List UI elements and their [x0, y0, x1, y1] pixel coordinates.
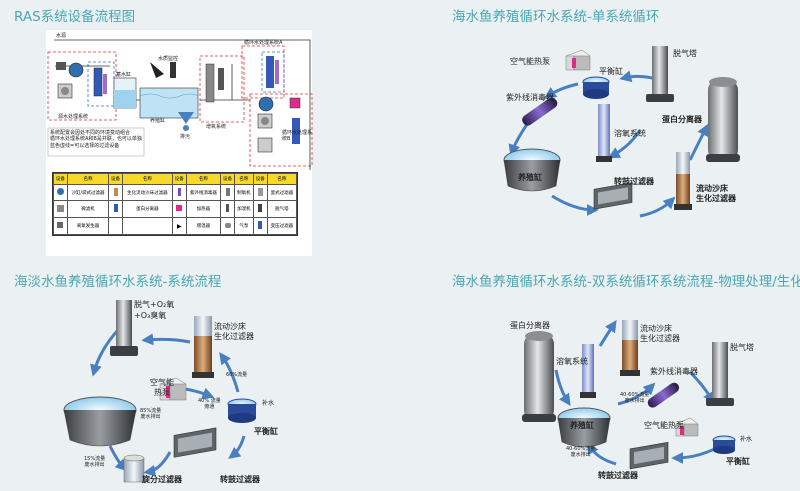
legend-header: 名称 [233, 173, 254, 185]
label-degassing-tower: 脱气塔 [673, 49, 697, 58]
legend-header: 名称 [266, 173, 298, 185]
label-makeup-water: 补水 [262, 400, 275, 407]
label-circ-b: 循环水处理系统B [282, 130, 313, 143]
label-oxygen-system: 溶氧系统 [614, 129, 646, 138]
legend-header: 设备 [53, 173, 68, 185]
legend-icon [53, 217, 68, 235]
label-protein-skimmer: 蛋白分离器 [662, 115, 702, 124]
label-air-heat-pump: 空气能热泵 [510, 57, 550, 66]
legend-cell: 蛋式过滤器 [266, 183, 298, 202]
label-fluid-sand-bed: 流动沙床 生化过滤器 [640, 324, 680, 344]
label-balance-tank: 平衡缸 [254, 427, 278, 436]
legend-cell: 生化流动沙床过滤器 [121, 183, 173, 202]
label-uv-sterilizer: 紫外线消毒器 [506, 93, 554, 102]
label-balance-tank: 平衡缸 [726, 457, 750, 466]
label-degassing-tower: 脱气塔 [730, 343, 754, 352]
legend-icon [220, 183, 235, 202]
legend-icon [108, 217, 123, 235]
label-air-heat-pump: 空气能 热泵 [150, 378, 174, 398]
legend-header: 名称 [66, 173, 110, 185]
label-uv-sterilizer: 紫外线消毒器 [650, 367, 698, 376]
legend-icon [252, 183, 268, 202]
label-air-heat-pump: 空气能热泵 [644, 421, 684, 430]
legend-icon [220, 217, 235, 235]
tr-equipment [503, 46, 740, 210]
legend-cell: 脱气塔 [266, 200, 298, 219]
label-culture-tank: 养殖缸 [570, 421, 594, 430]
legend-header: 名称 [185, 173, 222, 185]
label-flow-40-60-a: 40-60%流量 废水排出 [620, 392, 650, 405]
label-culture-tank: 养殖缸 [518, 173, 542, 182]
legend-icon [53, 200, 68, 219]
label-protein-skimmer: 蛋白分离器 [510, 321, 550, 330]
panel-title-system-flow: 海淡水鱼养殖循环水系统-系统流程 [14, 274, 222, 290]
legend-header: 设备 [252, 173, 268, 185]
panel-title-dual-loop: 海水鱼养殖循环水系统-双系统循环系统流程-物理处理/生化处理 [452, 274, 800, 290]
label-degas-o2-o3: 脱气+O₂氧 +O₃臭氧 [134, 300, 175, 320]
legend-icon [171, 200, 187, 219]
label-water-source: 水源 [56, 33, 67, 39]
label-circ-a: 循环水处理系统A [244, 40, 283, 46]
legend-cell: 紫外线消毒器 [185, 183, 222, 202]
label-oxygen-system: 溶氧系统 [556, 357, 588, 366]
label-drain: 排污 [180, 134, 191, 140]
legend-icon [108, 183, 123, 202]
legend-header: 设备 [171, 173, 187, 185]
legend-cell: 离氧发生器 [66, 217, 110, 235]
label-drum-filter: 转鼓过滤器 [598, 471, 638, 480]
legend-icon [252, 200, 268, 219]
legend-cell: 变压过滤器 [266, 217, 298, 235]
legend-header: 名称 [121, 173, 173, 185]
legend-header: 设备 [220, 173, 235, 185]
legend-cell: 沙缸/袋式过滤器 [66, 183, 110, 202]
label-balance-tank: 平衡缸 [599, 67, 623, 76]
legend-cell: 加热器 [185, 200, 222, 219]
legend-cell: 气泵 [233, 217, 254, 235]
legend-cell: 增温器 [185, 217, 222, 235]
label-swirl-filter: 旋分过滤器 [142, 475, 182, 484]
legend-cell: 微滤机 [66, 200, 110, 219]
label-fluid-sand-bed: 流动沙床 生化过滤器 [696, 184, 736, 204]
legend-cell [121, 217, 173, 235]
legend-icon [220, 200, 235, 219]
bl-equipment [63, 300, 257, 483]
legend-icon [252, 217, 268, 235]
label-flow-40-bypass: 40% 流量 旁通 [198, 398, 221, 411]
panel-title-single-loop: 海水鱼养殖循环水系统-单系统循环 [452, 9, 660, 25]
label-flow-40-60-b: 40-60%流量 废水排出 [566, 446, 596, 459]
legend-icon [171, 183, 187, 202]
br-equipment [522, 320, 736, 470]
label-fluid-sand-bed: 流动沙床 生化过滤器 [214, 322, 254, 342]
legend-cell: 制氧机 [233, 183, 254, 202]
label-drum-filter: 转鼓过滤器 [220, 475, 260, 484]
label-culture-tank: 养殖缸 [150, 118, 166, 124]
label-feed-tank: 蓄水缸 [116, 72, 132, 78]
label-water-control: 水质监控 [158, 56, 179, 62]
label-makeup-water: 补水 [740, 436, 753, 443]
flow-arrows-bottom-left [90, 328, 246, 477]
label-flow-15-drain: 15%流量 废水排出 [84, 456, 106, 469]
legend-icon [108, 200, 123, 219]
legend-cell: 蛋白分离器 [121, 200, 173, 219]
panel-title-ras: RAS系统设备流程图 [14, 9, 136, 25]
system-note: 系统配置会因处不同的环境变动组合 循环水处理系统A和B是并联，也可以单独 蓝色虚… [50, 130, 142, 149]
label-flow-85-drain: 85%流量 废水排出 [140, 408, 162, 421]
label-source-treatment: 源水处理系统 [58, 114, 89, 120]
legend-header: 设备 [108, 173, 123, 185]
legend-cell: 加湿机 [233, 200, 254, 219]
legend-icon: ▶ [171, 217, 187, 235]
label-flow-60: 60%流量 [226, 372, 248, 378]
equipment-legend: 设备 名称 设备 名称 设备 名称 设备 名称 设备 名称 沙缸/袋式过滤器 生… [52, 172, 298, 236]
legend-icon [53, 183, 68, 202]
label-drum-filter: 转鼓过滤器 [614, 177, 654, 186]
label-sludge: 增氧系统 [206, 124, 227, 130]
